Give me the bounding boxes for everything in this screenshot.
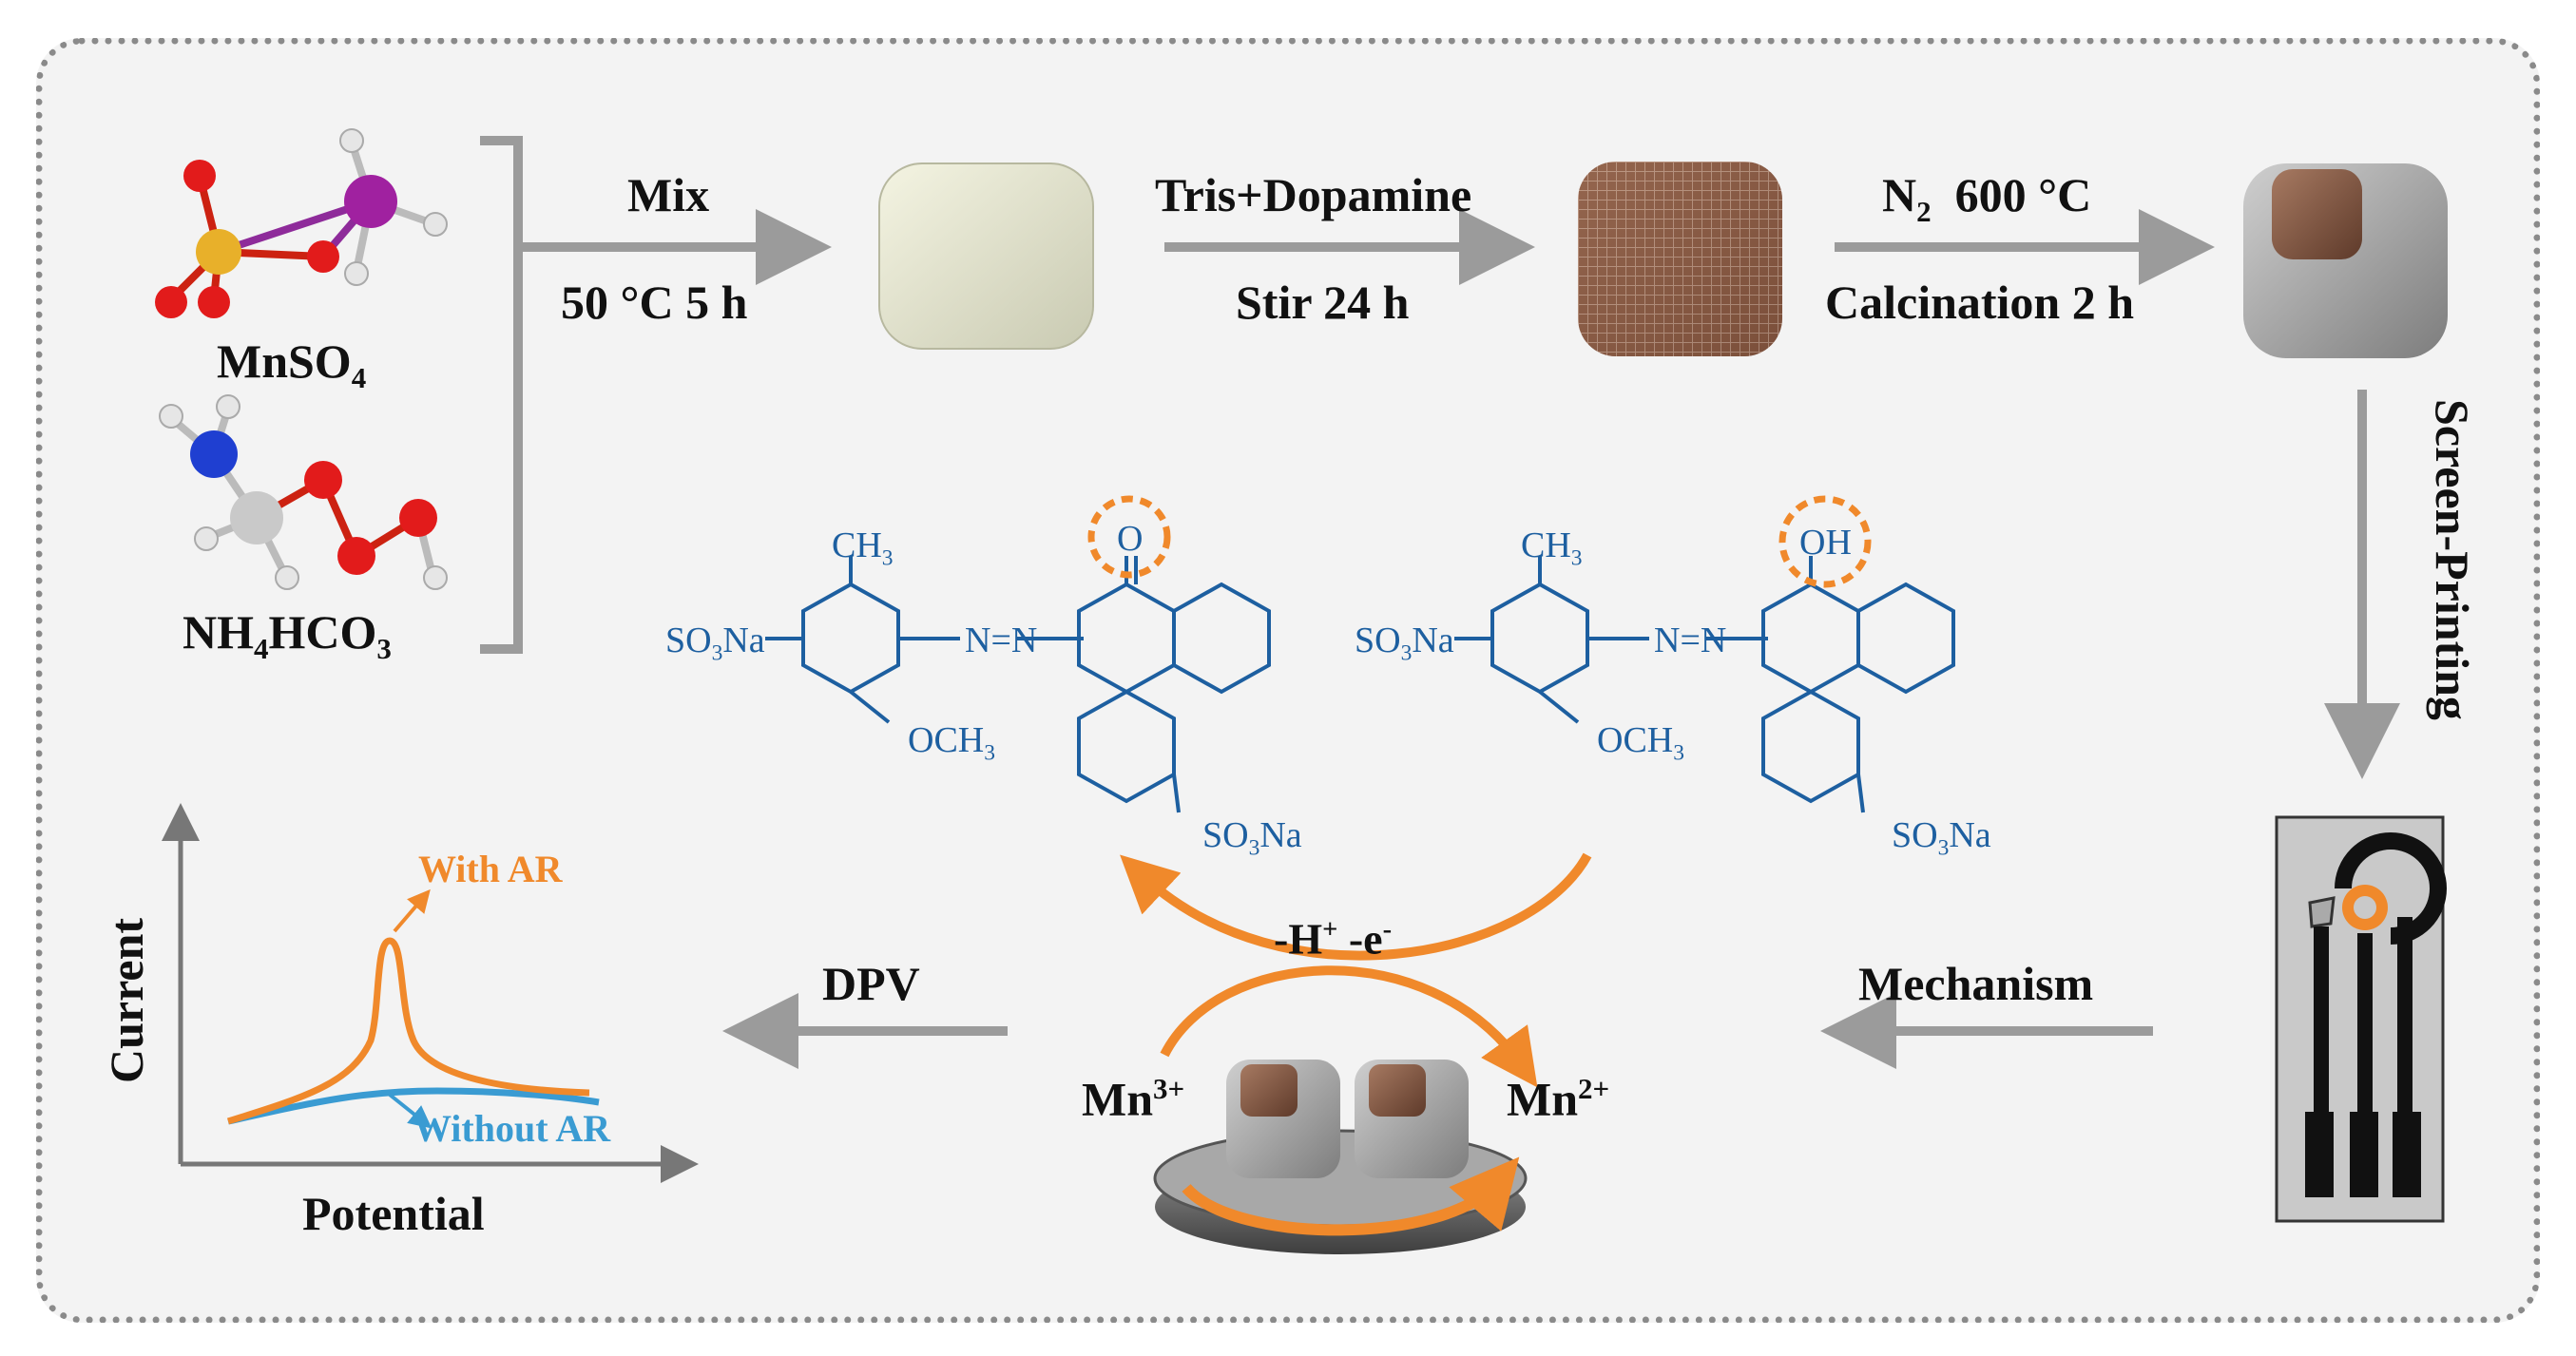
mnco3-cube-icon xyxy=(878,162,1094,350)
left-ch3: CH3 xyxy=(832,525,894,571)
step-screen-printing-label: Screen-Printing xyxy=(2426,399,2479,720)
plot-xlabel: Potential xyxy=(302,1187,485,1240)
dpv-plot xyxy=(162,803,699,1183)
reduction-arrow xyxy=(1160,965,1538,1088)
left-och3: OCH3 xyxy=(908,720,996,766)
step-mix-label: Mix xyxy=(627,168,710,221)
hydroxyl-highlight-circle xyxy=(1778,495,1872,588)
without-ar-curve xyxy=(227,1087,600,1125)
nh4hco3-label: NH4HCO3 xyxy=(183,605,392,665)
reaction-label: -H+ -e- xyxy=(1274,914,1393,964)
right-azo: N=N xyxy=(1654,621,1727,660)
step-dopamine-label: Tris+Dopamine xyxy=(1155,168,1472,221)
right-hydroxyl: OH xyxy=(1799,523,1852,563)
right-ch3: CH3 xyxy=(1521,525,1583,571)
oxidation-arrow xyxy=(1120,852,1592,961)
mnso4-label: MnSO4 xyxy=(217,334,367,394)
dpv-label: DPV xyxy=(822,957,920,1010)
reagent-bracket xyxy=(480,136,523,654)
without-ar-label: Without AR xyxy=(413,1107,611,1150)
with-ar-curve xyxy=(226,937,590,1125)
step-mix-condition: 50 °C 5 h xyxy=(561,276,748,329)
left-oxo: O xyxy=(1117,519,1144,559)
pda-coated-cube-icon xyxy=(1578,162,1782,356)
with-ar-label: With AR xyxy=(418,848,563,890)
step-calcination-condition: Calcination 2 h xyxy=(1825,276,2135,329)
step-dopamine-condition: Stir 24 h xyxy=(1236,276,1410,329)
right-och3: OCH3 xyxy=(1597,720,1685,766)
right-so3na-bottom: SO3Na xyxy=(1892,815,1991,861)
mnso4-molecule-icon xyxy=(155,128,448,318)
step-calcination-label: N2 600 °C xyxy=(1882,168,2092,228)
plot-ylabel: Current xyxy=(100,917,153,1083)
oxo-highlight-circle xyxy=(1087,495,1171,579)
mechanism-label: Mechanism xyxy=(1858,957,2094,1010)
ar-reduced-structure xyxy=(1454,556,1955,813)
screen-printed-electrode-icon xyxy=(2275,815,2447,1223)
left-azo: N=N xyxy=(965,621,1038,660)
nh4hco3-molecule-icon xyxy=(159,394,448,590)
left-so3na-bottom: SO3Na xyxy=(1202,815,1302,861)
carbon-cube-icon xyxy=(2243,163,2448,358)
mn2-label: Mn2+ xyxy=(1507,1072,1610,1126)
ar-oxidized-structure xyxy=(765,556,1271,813)
right-so3na: SO3Na xyxy=(1355,621,1454,666)
left-so3na: SO3Na xyxy=(665,621,765,666)
mn3-label: Mn3+ xyxy=(1082,1072,1185,1126)
modified-electrode-icon xyxy=(1153,1060,1528,1254)
